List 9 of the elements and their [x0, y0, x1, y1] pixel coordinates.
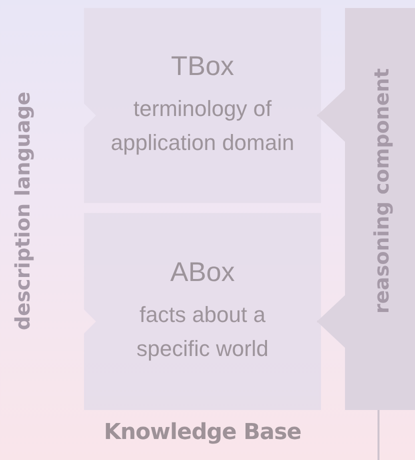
box-title: ABox — [170, 256, 235, 288]
group-caption: Knowledge Base — [102, 420, 302, 445]
box-title: TBox — [170, 50, 234, 82]
band-label: reasoning component — [369, 68, 394, 314]
component-band — [345, 8, 415, 410]
side-label: description language — [10, 92, 34, 330]
box-description: facts about a specific world — [135, 300, 270, 363]
box-description: terminology of application domain — [110, 94, 296, 157]
process-box — [84, 213, 321, 410]
